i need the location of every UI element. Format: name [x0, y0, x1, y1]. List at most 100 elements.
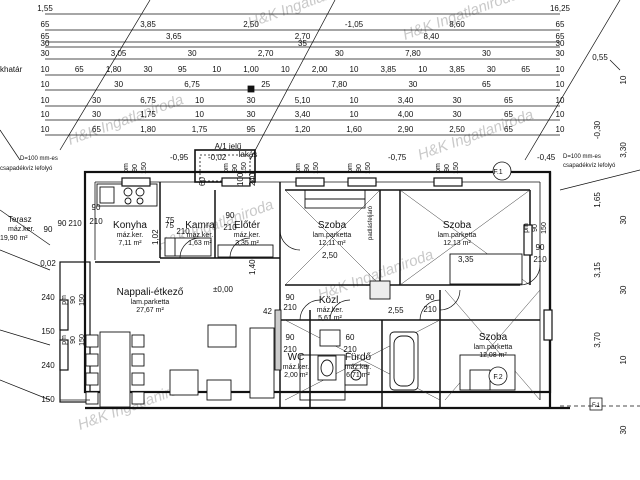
- dimension-value: 10: [41, 65, 50, 74]
- dim-75: 75: [165, 221, 174, 230]
- room-wc-name: WC: [288, 352, 305, 363]
- dimension-value: 65: [504, 110, 513, 119]
- dimension-value: 30: [247, 110, 256, 119]
- window-dimension-label: 150: [365, 162, 372, 174]
- dim-140: 1,40: [248, 259, 257, 275]
- dimension-value: 3,65: [166, 32, 182, 41]
- mark-f2: F.2: [493, 374, 502, 381]
- dimension-value: 65: [92, 125, 101, 134]
- dimension-value: 1,75: [140, 110, 156, 119]
- dimension-value: 16,25: [550, 4, 571, 13]
- dimension-value: 10: [41, 110, 50, 119]
- annotations: A/1 jelű lakás -0,02 -0,95 -0,75 -0,45 ±…: [0, 65, 616, 409]
- room-kozl-name: Közl.: [319, 295, 341, 306]
- dimension-value: -1,05: [345, 20, 364, 29]
- dimension-value: 35: [298, 39, 307, 48]
- left-border: khatár: [0, 65, 23, 74]
- room-wc-area: 2,00 m²: [284, 372, 308, 379]
- room-labels: Konyha máz.ker. 7,11 m² Kamra máz.ker. 1…: [113, 220, 512, 379]
- door-dimension-label: 90: [286, 333, 295, 342]
- door-dimension-label: 90: [92, 203, 101, 212]
- dimension-value: 30: [92, 96, 101, 105]
- window-dimension-label: 90: [532, 224, 539, 232]
- right-dimension-value: 30: [619, 285, 628, 294]
- dimension-value: 10: [41, 80, 50, 89]
- room-kamra-floor: máz.ker.: [187, 232, 214, 239]
- door-dimension-label: 60: [346, 333, 355, 342]
- dimension-value: 3,05: [111, 49, 127, 58]
- window-dimension-label: 90: [304, 164, 311, 172]
- dimension-value: 30: [408, 80, 417, 89]
- dim-102: 1,02: [151, 229, 160, 245]
- dimension-value: 65: [482, 80, 491, 89]
- dimension-value: 10: [41, 125, 50, 134]
- room-furdo-area: 6,71 m²: [346, 372, 370, 379]
- dimension-value: 30: [114, 80, 123, 89]
- dimension-value: 2,70: [258, 49, 274, 58]
- terrace-area: 19,90 m²: [0, 235, 28, 242]
- room-wc-floor: máz.ker.: [283, 364, 310, 371]
- window-dimension-label: 150: [241, 162, 248, 174]
- dimension-value: 3,85: [140, 20, 156, 29]
- terrace-floor: máz.ker.: [8, 226, 35, 233]
- dimension-value: 10: [350, 96, 359, 105]
- left-dimension-value: 90: [44, 225, 53, 234]
- window-dimension-label: 150: [79, 294, 86, 306]
- dimension-value: 1,20: [295, 125, 311, 134]
- window-dimension-label: pm: [295, 163, 302, 173]
- dimension-value: 3,85: [449, 65, 465, 74]
- dimension-value: 8,40: [424, 32, 440, 41]
- dimension-value: 30: [41, 39, 50, 48]
- window-dimension-label: 150: [541, 222, 548, 234]
- kitchen-fixtures: [96, 183, 274, 258]
- dimension-value: 6,75: [184, 80, 200, 89]
- door-dimension-label: 210: [176, 227, 190, 236]
- dimension-value: 30: [453, 110, 462, 119]
- room-szoba2-area: 12,13 m²: [443, 240, 471, 247]
- right-dimension-value: 3,70: [593, 332, 602, 348]
- site-lines: [0, 0, 640, 401]
- window-marks: [59, 177, 553, 371]
- dimension-value: 30: [482, 49, 491, 58]
- attic-label: padlásfeljáró: [368, 205, 374, 240]
- dimension-value: 30: [144, 65, 153, 74]
- room-szoba1-area: 12,11 m²: [318, 240, 346, 247]
- room-eloter-floor: máz.ker.: [234, 232, 261, 239]
- dimension-value: 10: [556, 65, 565, 74]
- room-szoba1-name: Szoba: [318, 220, 347, 231]
- dimension-value: 65: [75, 65, 84, 74]
- dimension-value: 95: [247, 125, 256, 134]
- dimension-value: 10: [350, 110, 359, 119]
- dimension-value: 30: [41, 49, 50, 58]
- window-dimension-label: 150: [79, 334, 86, 346]
- dim-100: 100: [236, 172, 245, 186]
- room-furdo-name: Fürdő: [345, 352, 372, 363]
- dimension-value: 2,90: [398, 125, 414, 134]
- bathroom-fixtures: [317, 329, 419, 391]
- door-dimension-label: 210: [533, 255, 547, 264]
- entrance-title: A/1 jelű: [215, 142, 242, 151]
- dimension-value: 65: [556, 20, 565, 29]
- room-kozl-area: 5,61 m²: [318, 315, 342, 322]
- dim-335: 3,35: [458, 255, 474, 264]
- dimension-value: 7,80: [332, 80, 348, 89]
- room-nappali-floor: lam.parketta: [131, 299, 170, 306]
- dimension-value: 95: [178, 65, 187, 74]
- left-dimension-value: 240: [41, 293, 55, 302]
- right-dimension-value: 30: [619, 425, 628, 434]
- dimension-value: 4,00: [398, 110, 414, 119]
- door-dimension-label: 75: [166, 216, 175, 225]
- mark-f1b: F.1: [592, 403, 601, 409]
- dimension-value: 65: [504, 125, 513, 134]
- section-marks: [60, 85, 640, 411]
- room-kamra-name: Kamra: [185, 220, 215, 231]
- dimension-value: 10: [41, 96, 50, 105]
- window-dimension-label: 90: [444, 164, 451, 172]
- door-dimension-label: 90: [58, 219, 67, 228]
- door-dimension-label: 210: [223, 223, 237, 232]
- window-dimension-label: pm: [123, 163, 130, 173]
- right-dimension-value: 3,15: [593, 262, 602, 278]
- left-downpipe-2: csapadékvíz lefolyó: [0, 166, 53, 172]
- dimension-value: 10: [556, 110, 565, 119]
